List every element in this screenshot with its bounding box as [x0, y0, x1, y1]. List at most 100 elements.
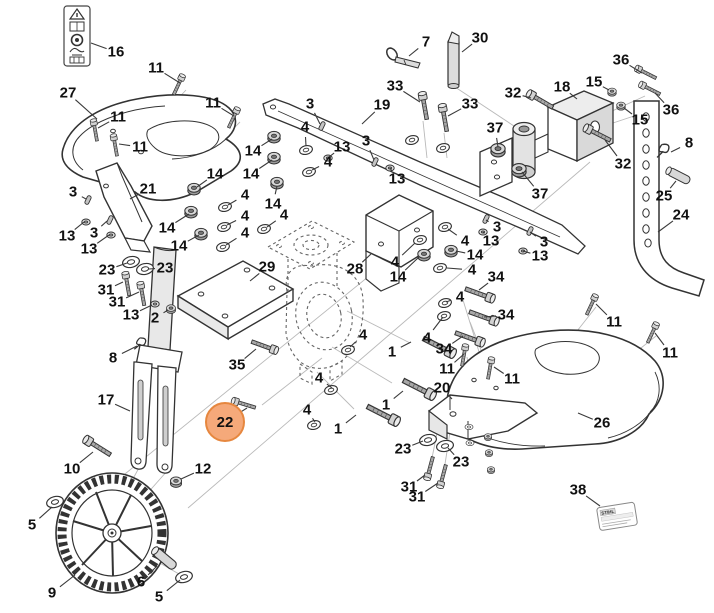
callout-label-3[interactable]: 3 — [68, 183, 78, 201]
callout-label-31[interactable]: 31 — [97, 281, 115, 299]
callout-label-14[interactable]: 14 — [158, 219, 176, 237]
callout-label-29[interactable]: 29 — [258, 258, 276, 276]
callout-label-37[interactable]: 37 — [531, 185, 549, 203]
callout-label-13[interactable]: 13 — [58, 227, 76, 245]
callout-label-20[interactable]: 20 — [433, 379, 451, 397]
callout-label-33[interactable]: 33 — [386, 77, 404, 95]
callout-label-38[interactable]: 38 — [569, 481, 587, 499]
callout-label-11[interactable]: 11 — [504, 370, 520, 388]
callout-label-11[interactable]: 11 — [205, 94, 221, 112]
callout-label-8[interactable]: 8 — [684, 134, 694, 152]
callout-label-5[interactable]: 5 — [154, 588, 164, 606]
callout-label-33[interactable]: 33 — [461, 95, 479, 113]
callout-label-4[interactable]: 4 — [240, 224, 250, 242]
callout-highlighted-22[interactable]: 22 — [205, 402, 245, 442]
callout-label-31[interactable]: 31 — [400, 478, 418, 496]
callout-label-21[interactable]: 21 — [139, 180, 157, 198]
callout-label-14[interactable]: 14 — [389, 268, 407, 286]
callout-label-7[interactable]: 7 — [421, 33, 431, 51]
callout-label-32[interactable]: 32 — [614, 155, 632, 173]
callout-label-26[interactable]: 26 — [593, 414, 611, 432]
callout-label-13[interactable]: 13 — [388, 170, 406, 188]
callout-label-3[interactable]: 3 — [492, 218, 502, 236]
callout-label-4[interactable]: 4 — [460, 232, 470, 250]
callout-label-18[interactable]: 18 — [553, 78, 571, 96]
callout-label-25[interactable]: 25 — [655, 187, 673, 205]
callout-label-11[interactable]: 11 — [606, 313, 622, 331]
callout-label-13[interactable]: 13 — [122, 306, 140, 324]
callout-label-36[interactable]: 36 — [662, 101, 680, 119]
callout-label-3[interactable]: 3 — [539, 233, 549, 251]
wheel — [55, 472, 169, 594]
callout-label-23[interactable]: 23 — [452, 453, 470, 471]
callout-label-37[interactable]: 37 — [486, 119, 504, 137]
callout-label-12[interactable]: 12 — [194, 460, 212, 478]
callout-label-14[interactable]: 14 — [466, 246, 484, 264]
callout-label-28[interactable]: 28 — [346, 260, 364, 278]
sticker-brand-text: STIHL — [601, 509, 615, 516]
callout-label-13[interactable]: 13 — [482, 232, 500, 250]
callout-label-14[interactable]: 14 — [264, 195, 282, 213]
callout-label-4[interactable]: 4 — [390, 253, 400, 271]
callout-label-4[interactable]: 4 — [302, 401, 312, 419]
callout-label-11[interactable]: 11 — [439, 360, 455, 378]
callout-label-14[interactable]: 14 — [170, 237, 188, 255]
callout-label-34[interactable]: 34 — [497, 306, 515, 324]
callout-label-8[interactable]: 8 — [108, 349, 118, 367]
callout-label-10[interactable]: 10 — [63, 460, 81, 478]
callout-label-11[interactable]: 11 — [110, 108, 126, 126]
callout-label-9[interactable]: 9 — [47, 584, 57, 602]
callout-label-1[interactable]: 1 — [333, 420, 343, 438]
depth-bar — [633, 100, 705, 297]
callout-label-23[interactable]: 23 — [394, 440, 412, 458]
callout-label-4[interactable]: 4 — [240, 186, 250, 204]
callout-label-4[interactable]: 4 — [314, 369, 324, 387]
callout-label-14[interactable]: 14 — [242, 165, 260, 183]
callout-label-4[interactable]: 4 — [455, 288, 465, 306]
callout-label-35[interactable]: 35 — [228, 356, 246, 374]
callout-label-31[interactable]: 31 — [408, 488, 426, 506]
callout-label-11[interactable]: 11 — [132, 138, 148, 156]
callout-label-15[interactable]: 15 — [631, 111, 649, 129]
callout-label-4[interactable]: 4 — [300, 118, 310, 136]
callout-label-4[interactable]: 4 — [323, 153, 333, 171]
callout-label-3[interactable]: 3 — [361, 132, 371, 150]
callout-label-11[interactable]: 11 — [662, 344, 678, 362]
callout-label-34[interactable]: 34 — [487, 268, 505, 286]
callout-label-6[interactable]: 6 — [136, 573, 146, 591]
callout-label-17[interactable]: 17 — [97, 391, 115, 409]
callout-label-31[interactable]: 31 — [108, 293, 126, 311]
callout-label-23[interactable]: 23 — [156, 259, 174, 277]
callout-label-13[interactable]: 13 — [531, 247, 549, 265]
callout-label-1[interactable]: 1 — [381, 396, 391, 414]
callout-label-32[interactable]: 32 — [504, 84, 522, 102]
callout-label-11[interactable]: 11 — [148, 59, 164, 77]
callout-label-24[interactable]: 24 — [672, 206, 690, 224]
callout-label-19[interactable]: 19 — [373, 96, 391, 114]
wheel-fork — [130, 246, 183, 474]
callout-label-5[interactable]: 5 — [27, 516, 37, 534]
callout-label-16[interactable]: 16 — [107, 43, 125, 61]
callout-label-13[interactable]: 13 — [80, 240, 98, 258]
callout-label-27[interactable]: 27 — [59, 84, 77, 102]
callout-label-13[interactable]: 13 — [333, 138, 351, 156]
callout-label-4[interactable]: 4 — [240, 207, 250, 225]
callout-label-14[interactable]: 14 — [244, 142, 262, 160]
callout-label-4[interactable]: 4 — [467, 261, 477, 279]
callout-label-34[interactable]: 34 — [435, 340, 453, 358]
callout-label-30[interactable]: 30 — [471, 29, 489, 47]
callout-label-36[interactable]: 36 — [612, 51, 630, 69]
callout-label-1[interactable]: 1 — [387, 343, 397, 361]
callout-label-23[interactable]: 23 — [98, 261, 116, 279]
warning-sticker — [63, 5, 91, 67]
callout-label-4[interactable]: 4 — [358, 326, 368, 344]
callout-label-4[interactable]: 4 — [279, 206, 289, 224]
callout-label-4[interactable]: 4 — [422, 329, 432, 347]
callout-label-15[interactable]: 15 — [585, 73, 603, 91]
callout-label-14[interactable]: 14 — [206, 165, 224, 183]
callout-label-2[interactable]: 2 — [150, 309, 160, 327]
callout-label-3[interactable]: 3 — [305, 95, 315, 113]
callout-label-3[interactable]: 3 — [89, 224, 99, 242]
